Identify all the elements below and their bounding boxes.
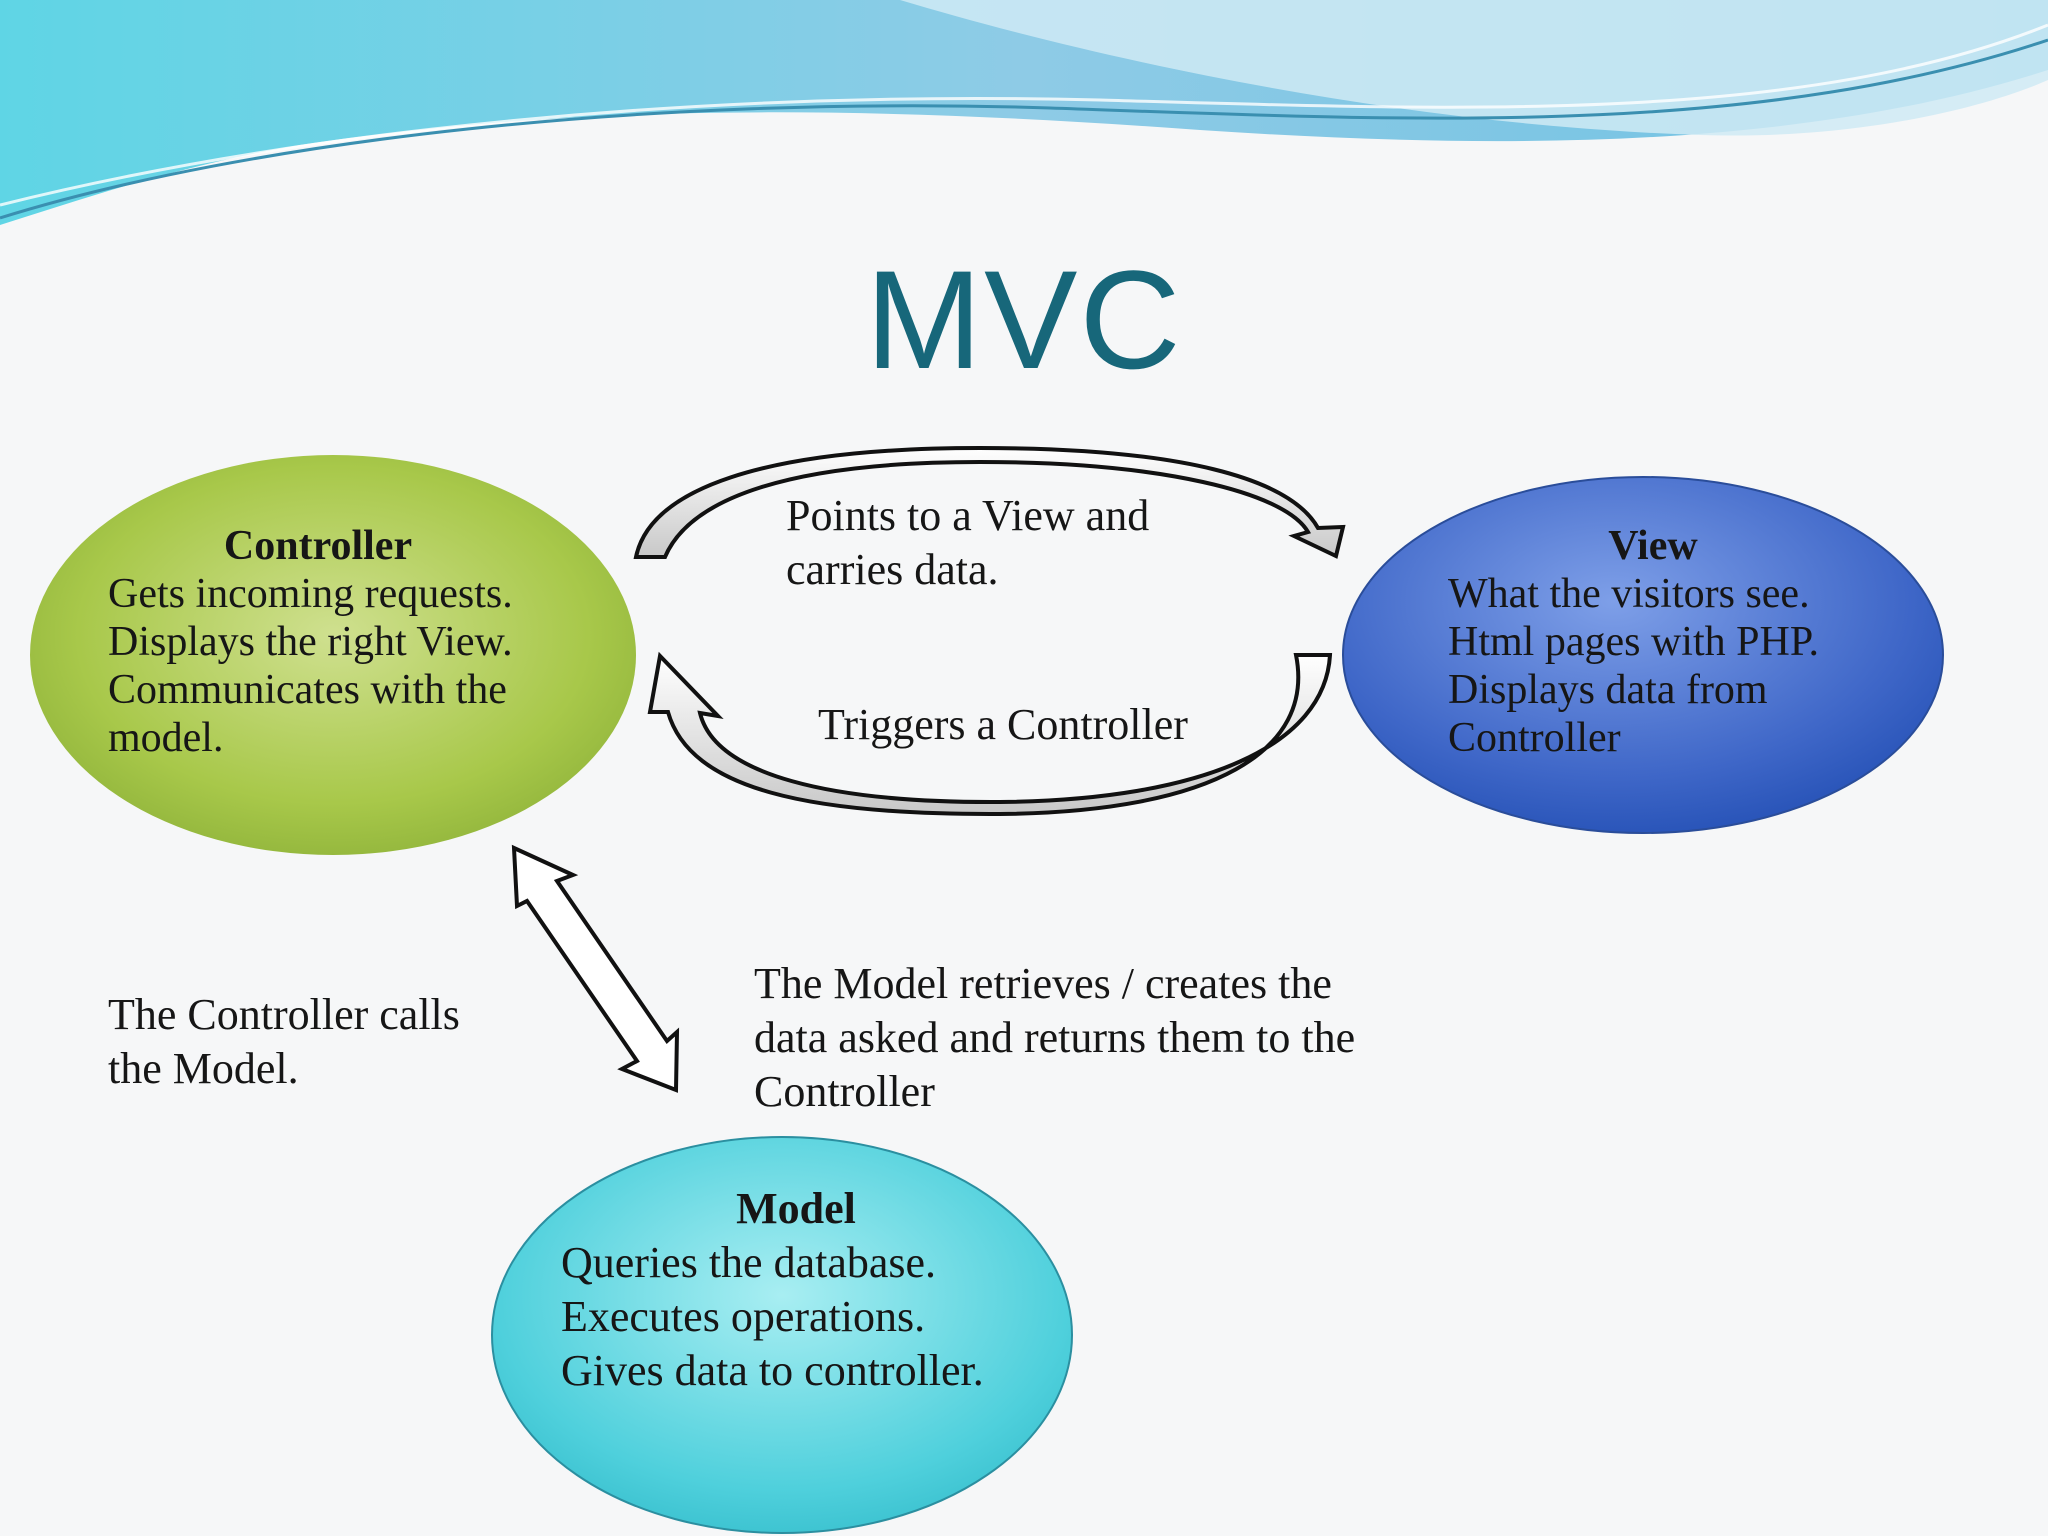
controller-line: model. xyxy=(108,715,224,761)
view-ellipse xyxy=(1342,476,1944,834)
arrow-view-to-controller xyxy=(647,651,1333,817)
header-wave-decoration xyxy=(0,0,2048,225)
arrow-controller-to-view xyxy=(633,445,1346,559)
arrow-controller-model xyxy=(511,844,680,1093)
controller-text: Controller Gets incoming requests. Displ… xyxy=(108,522,528,762)
label-model-returns: The Model retrieves / creates the data a… xyxy=(754,959,1356,1116)
view-line: Displays data from xyxy=(1448,667,1768,713)
label-view-to-controller: Triggers a Controller xyxy=(818,700,1188,749)
controller-heading: Controller xyxy=(223,523,413,569)
controller-line: Gets incoming requests. xyxy=(108,571,513,617)
view-line: What the visitors see. xyxy=(1448,571,1810,617)
view-line: Controller xyxy=(1448,715,1621,761)
model-heading: Model xyxy=(736,1184,856,1233)
controller-line: Displays the right View. xyxy=(108,619,513,665)
model-text: Model Queries the database. Executes ope… xyxy=(561,1182,1031,1398)
model-ellipse xyxy=(491,1136,1073,1534)
controller-ellipse xyxy=(30,455,636,855)
view-heading: View xyxy=(1608,523,1698,569)
slide-title: MVC xyxy=(865,241,1183,398)
model-line: Queries the database. xyxy=(561,1238,937,1287)
label-controller-to-view: Points to a View and carries data. xyxy=(786,491,1150,594)
view-text: View What the visitors see. Html pages w… xyxy=(1448,522,1858,762)
model-line: Executes operations. xyxy=(561,1292,926,1341)
view-line: Html pages with PHP. xyxy=(1448,619,1820,665)
controller-line: Communicates with the xyxy=(108,667,507,713)
model-line: Gives data to controller. xyxy=(561,1346,984,1395)
label-controller-calls-model: The Controller calls the Model. xyxy=(108,990,460,1093)
